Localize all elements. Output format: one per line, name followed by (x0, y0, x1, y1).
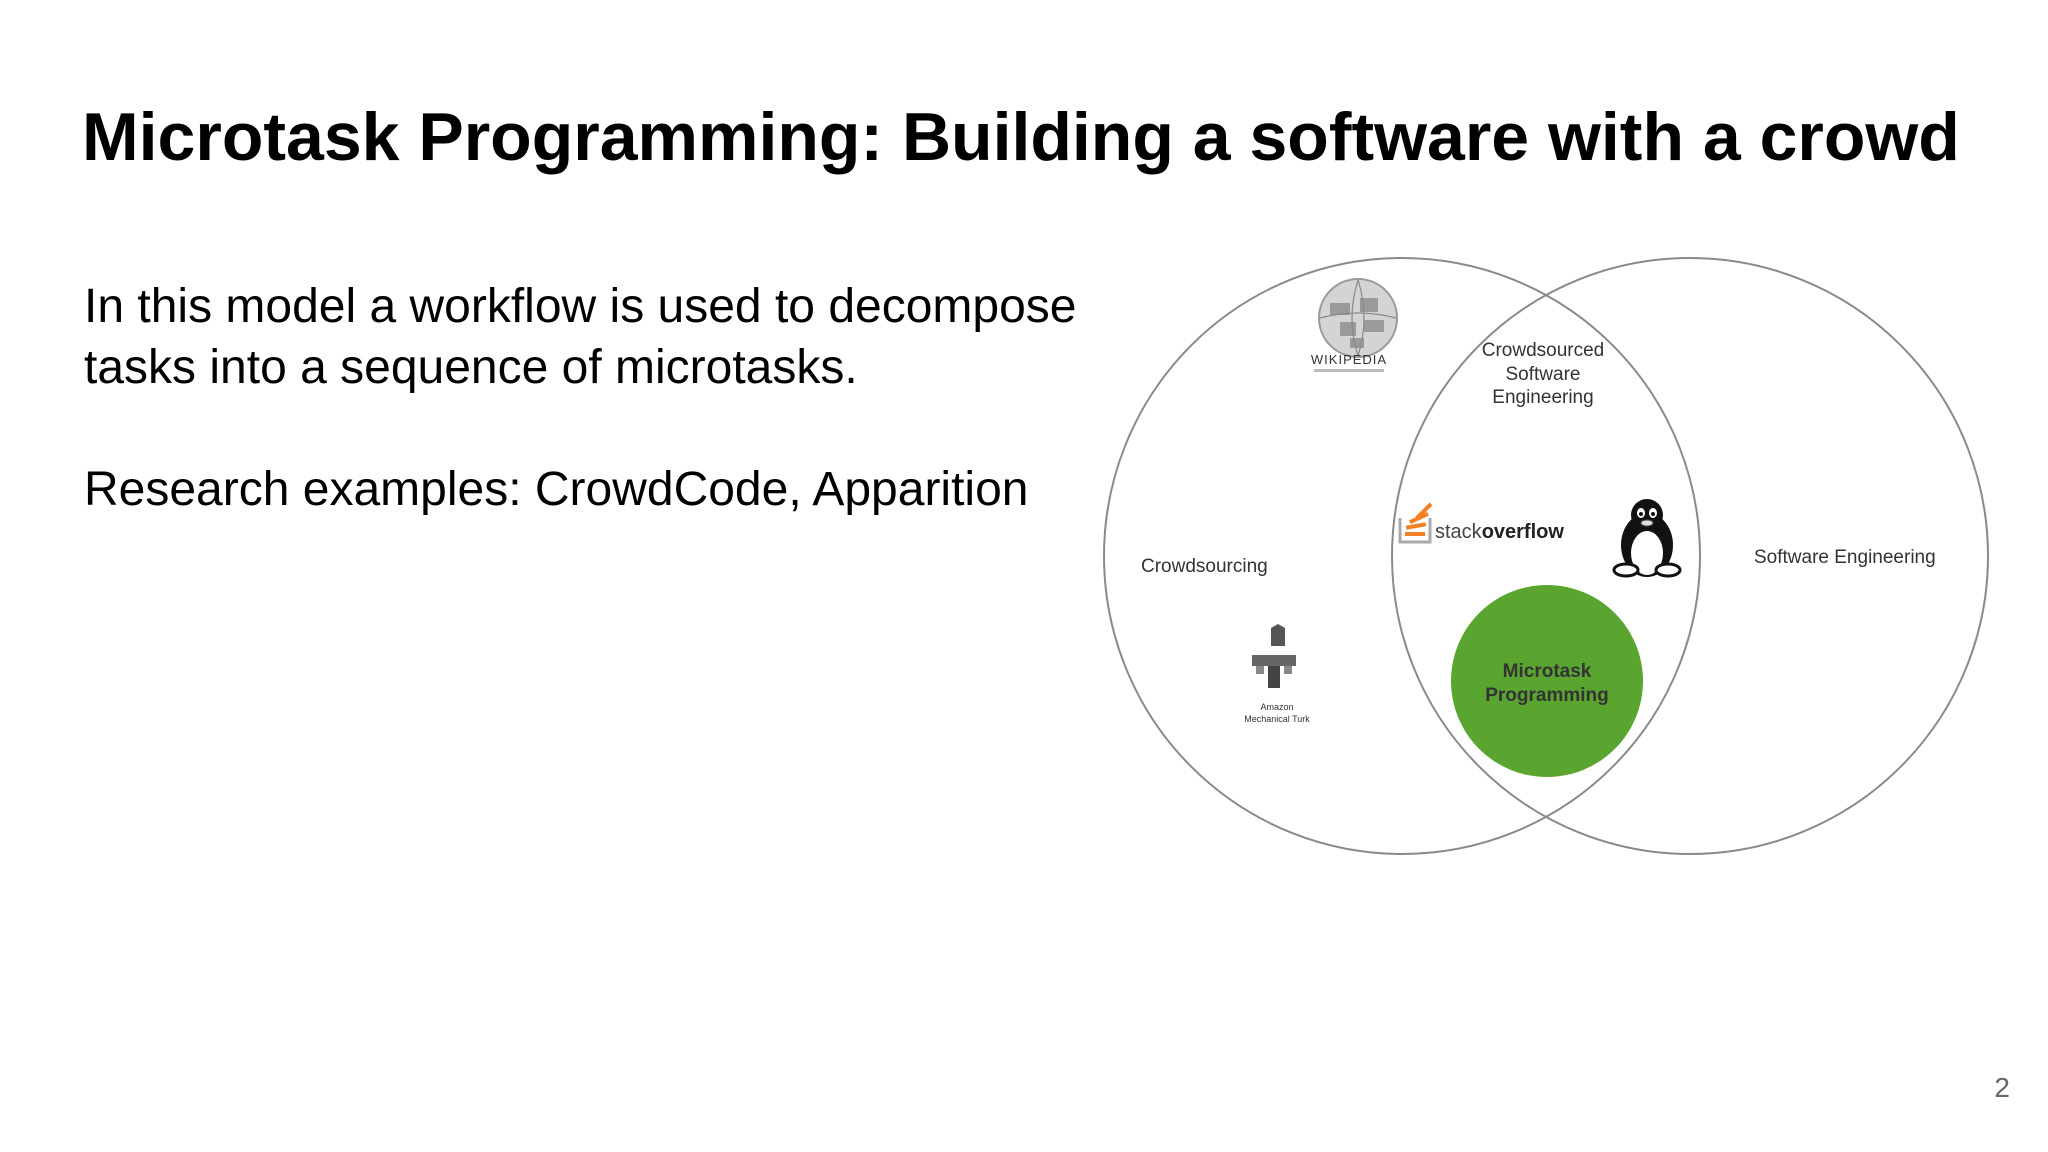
crowdsourcing-label: Crowdsourcing (1141, 556, 1268, 577)
wikipedia-globe-icon (1318, 278, 1398, 358)
highlight-label-line-2: Programming (1485, 685, 1609, 706)
software-engineering-circle (1391, 257, 1989, 855)
microtask-programming-circle (1451, 585, 1643, 777)
slide-body: In this model a workflow is used to deco… (84, 276, 1164, 520)
slide-title: Microtask Programming: Building a softwa… (82, 99, 1960, 175)
intersection-label-line-1: Crowdsourced (1482, 340, 1605, 361)
stackoverflow-wordmark-plain: stack (1435, 521, 1483, 543)
linux-penguin-icon (1612, 499, 1682, 578)
intersection-label-line-2: Software (1506, 364, 1581, 385)
research-examples: Research examples: CrowdCode, Apparition (84, 463, 1029, 516)
stackoverflow-icon (1398, 502, 1433, 544)
intersection-label-line-3: Engineering (1492, 387, 1593, 408)
body-line-1: In this model a workflow is used to deco… (84, 280, 1077, 333)
stackoverflow-logo: stackoverflow (1398, 502, 1564, 544)
software-engineering-label: Software Engineering (1754, 547, 1936, 568)
crowdsourcing-circle (1103, 257, 1701, 855)
page-number: 2 (1994, 1072, 2010, 1103)
mturk-label-line-2: Mechanical Turk (1244, 714, 1310, 724)
mechanical-turk-icon (1252, 624, 1296, 688)
mechanical-turk-logo: Amazon Mechanical Turk (1244, 624, 1310, 724)
wikipedia-tagline (1314, 369, 1384, 372)
stackoverflow-wordmark: stackoverflow (1435, 521, 1564, 543)
stackoverflow-wordmark-bold: overflow (1482, 521, 1565, 543)
wikipedia-wordmark: WIKIPEDIA (1311, 352, 1387, 367)
wikipedia-logo: WIKIPEDIA (1311, 278, 1398, 372)
highlight-label-line-1: Microtask (1503, 661, 1592, 682)
body-line-2: tasks into a sequence of microtasks. (84, 341, 858, 394)
mturk-label-line-1: Amazon (1260, 702, 1293, 712)
